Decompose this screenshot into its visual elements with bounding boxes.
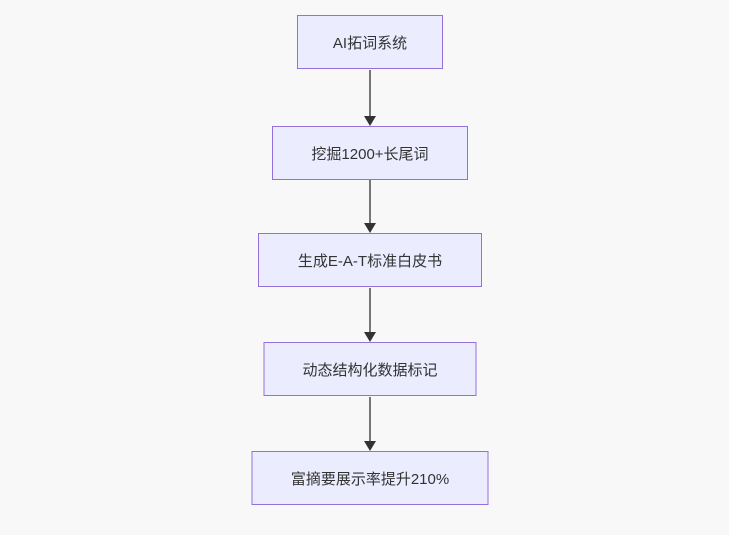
edge-line: [369, 70, 371, 118]
node-label: 富摘要展示率提升210%: [290, 470, 450, 488]
flowchart-edge-2: [363, 180, 377, 233]
arrowhead-down-icon: [364, 332, 376, 342]
flowchart-edge-3: [363, 288, 377, 342]
node-label: 挖掘1200+长尾词: [311, 145, 429, 163]
edge-line: [369, 180, 371, 225]
node-label: 动态结构化数据标记: [302, 361, 438, 379]
edge-line: [369, 397, 371, 443]
flowchart-node-longtail-mining: 挖掘1200+长尾词: [272, 126, 468, 180]
arrowhead-down-icon: [364, 223, 376, 233]
flowchart-node-structured-data: 动态结构化数据标记: [263, 342, 477, 396]
arrowhead-down-icon: [364, 441, 376, 451]
flowchart-edge-1: [363, 70, 377, 126]
flowchart-node-ai-word-expansion: AI拓词系统: [297, 15, 443, 69]
arrowhead-down-icon: [364, 116, 376, 126]
edge-line: [369, 288, 371, 334]
node-label: AI拓词系统: [332, 34, 408, 52]
flowchart-node-eat-whitepaper: 生成E-A-T标准白皮书: [258, 233, 482, 287]
flowchart-edge-4: [363, 397, 377, 451]
flowchart-node-rich-snippet-result: 富摘要展示率提升210%: [251, 451, 489, 505]
node-label: 生成E-A-T标准白皮书: [297, 252, 443, 270]
